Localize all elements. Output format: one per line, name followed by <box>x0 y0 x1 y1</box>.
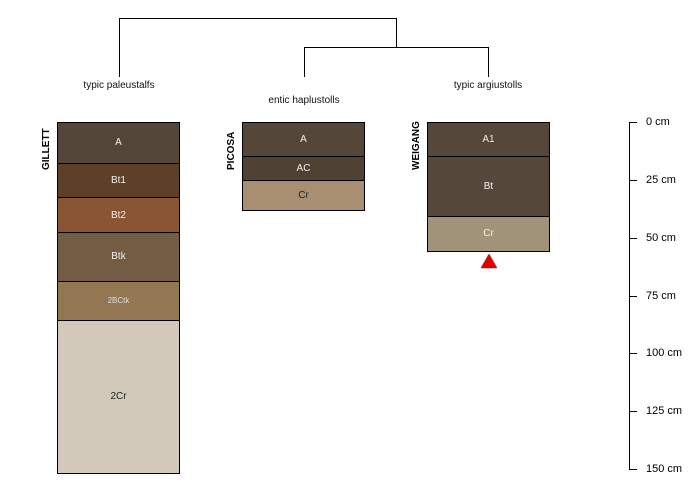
horizon: Bt <box>427 155 550 217</box>
horizon-label: 2BCtk <box>107 296 130 306</box>
horizon-label: Btk <box>111 251 126 263</box>
axis-tick-label: 25 cm <box>646 173 676 186</box>
horizon: Cr <box>242 179 365 212</box>
axis-tick <box>629 469 637 470</box>
dendro-line <box>304 47 489 48</box>
horizon: Btk <box>57 232 180 282</box>
axis-tick <box>629 179 637 181</box>
horizon-label: A <box>300 133 307 145</box>
cluster-label: typic paleustalfs <box>83 80 155 91</box>
axis-tick-label: 0 cm <box>646 116 670 128</box>
dendro-line <box>396 18 397 47</box>
horizon-label: 2Cr <box>110 391 127 403</box>
horizon-label: Cr <box>483 228 494 240</box>
axis-tick-label: 75 cm <box>646 289 676 302</box>
horizon: Bt1 <box>57 162 180 199</box>
cluster-label: typic argiustolls <box>453 80 523 91</box>
axis-tick <box>629 237 637 239</box>
axis-tick <box>629 295 637 297</box>
horizon: A <box>242 122 365 157</box>
dendro-line <box>119 18 120 77</box>
horizon: A1 <box>427 122 550 157</box>
axis-tick-label: 150 cm <box>646 463 683 475</box>
axis-tick-label: 100 cm <box>646 347 683 360</box>
axis-tick-label: 125 cm <box>646 405 683 418</box>
profile-name: WEIGANG <box>411 121 422 170</box>
horizon-label: A <box>115 137 122 149</box>
axis-tick-label: 50 cm <box>646 231 676 244</box>
horizon-label: Bt <box>483 180 494 192</box>
dendro-line <box>304 47 305 77</box>
profile-name: GILLETT <box>41 128 52 170</box>
horizon: Bt2 <box>57 197 180 234</box>
axis-tick <box>629 353 637 355</box>
horizon: 2BCtk <box>57 280 180 321</box>
horizon: Cr <box>427 215 550 252</box>
axis-tick <box>629 122 637 123</box>
horizon: AC <box>242 155 365 181</box>
horizon-label: A1 <box>482 133 495 145</box>
dendro-line <box>488 47 489 77</box>
horizon-label: Cr <box>298 190 309 202</box>
horizon-label: Bt2 <box>110 209 126 221</box>
horizon-label: AC <box>296 162 311 174</box>
horizon-label: Bt1 <box>110 174 126 186</box>
profile-name: PICOSA <box>226 131 237 170</box>
horizon: 2Cr <box>57 319 180 474</box>
depth-marker-triangle-icon <box>480 253 497 268</box>
cluster-label: entic haplustolls <box>268 95 340 106</box>
horizon: A <box>57 122 180 164</box>
dendro-line <box>119 18 397 19</box>
axis-tick <box>629 411 637 413</box>
